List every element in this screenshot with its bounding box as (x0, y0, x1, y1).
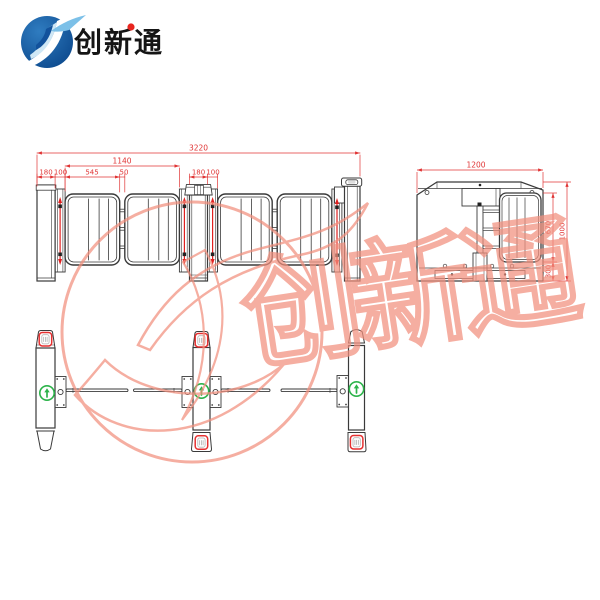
watermark-swoosh-icon (60, 200, 370, 464)
base-plate (434, 270, 474, 279)
card-reader-window (194, 435, 209, 451)
dim-left-cabinet: 180 (39, 169, 52, 177)
brand-name: 创新通 (73, 26, 164, 59)
side-view-dim-labels: 1200 670 300 1000 (466, 161, 566, 279)
dim-passage-width: 1140 (112, 157, 131, 166)
dim-gap: 50 (120, 169, 129, 177)
front-view: 3220 1140 180 100 545 50 180 100 (35, 144, 363, 282)
right-cabinet-front (334, 177, 363, 282)
dim-wing-height: 670 (545, 221, 553, 234)
passage-indicator-up-arrow (38, 384, 56, 402)
dim-base-height: 300 (545, 265, 553, 278)
dim-total-height: 1000 (559, 223, 567, 241)
side-view-dimensions (416, 168, 571, 282)
card-reader-window (194, 332, 209, 348)
brand-accent-dot (127, 23, 135, 31)
middle-cabinet-front (184, 184, 213, 282)
swoosh-globe-icon (21, 15, 86, 68)
passage-indicator-up-arrow (348, 380, 365, 398)
brand-logo: 创新通 (21, 15, 164, 68)
front-view-dimensions (36, 151, 361, 193)
card-reader-window (349, 434, 364, 450)
side-view: 1200 670 300 1000 (416, 161, 571, 282)
dim-mid-hinge: 100 (206, 169, 219, 177)
dim-left-hinge: 100 (54, 169, 67, 177)
dim-mid-cabinet: 180 (192, 169, 205, 177)
dim-depth: 1200 (466, 161, 485, 170)
pedestal-foot (472, 252, 488, 282)
card-reader-window (38, 331, 53, 347)
dim-wing: 545 (85, 169, 98, 177)
left-cabinet-front (35, 184, 57, 282)
dim-total-width: 3220 (189, 144, 208, 153)
front-view-dim-labels: 3220 1140 180 100 545 50 180 100 (39, 144, 219, 177)
